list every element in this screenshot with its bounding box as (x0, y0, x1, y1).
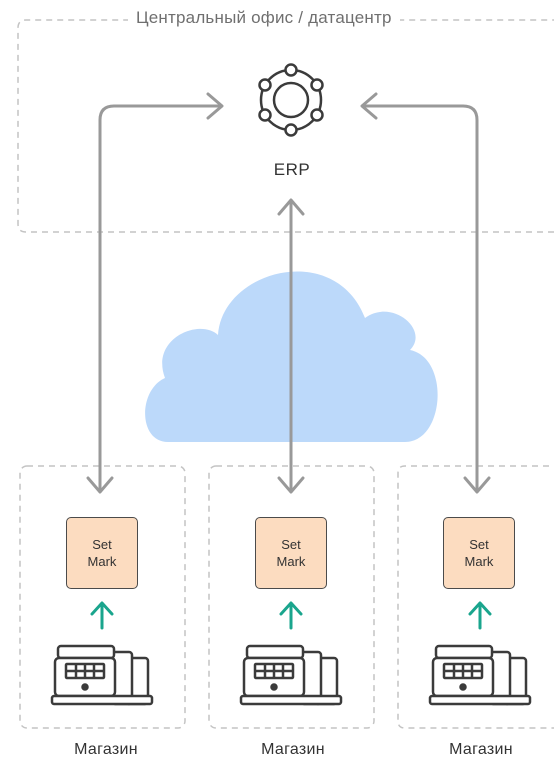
arrowhead-left-store (86, 476, 114, 494)
up-arrow-icon (90, 601, 114, 630)
store-label: Магазин (449, 741, 513, 758)
store-container (19, 465, 186, 729)
office-title: Центральный офис / датацентр (128, 8, 400, 28)
setmark-label-line2: Mark (464, 554, 494, 569)
setmark-box: Set Mark (66, 517, 138, 589)
setmark-box: Set Mark (255, 517, 327, 589)
setmark-box: Set Mark (443, 517, 515, 589)
setmark-label-line2: Mark (276, 554, 306, 569)
cash-register-icon (428, 644, 532, 706)
cash-register-icon (50, 644, 154, 706)
arrowhead-right-store (463, 476, 491, 494)
store-label: Магазин (74, 741, 138, 758)
erp-network-icon (258, 63, 324, 137)
up-arrow-icon (279, 601, 303, 630)
office-container (17, 19, 554, 233)
erp-label: ERP (273, 160, 311, 179)
store-container (397, 465, 554, 729)
setmark-label-line2: Mark (87, 554, 117, 569)
arrowhead-middle-store (277, 476, 305, 494)
up-arrow-icon (468, 601, 492, 630)
connector-left (98, 104, 222, 492)
setmark-label-line1: Set (281, 537, 301, 552)
cash-register-icon (239, 644, 343, 706)
arrowhead-middle-erp (277, 198, 305, 216)
store-container (208, 465, 375, 729)
setmark-label-line1: Set (92, 537, 112, 552)
store-label: Магазин (261, 741, 325, 758)
setmark-label-line1: Set (469, 537, 489, 552)
connector-right (362, 104, 479, 492)
arrowhead-left-erp (206, 92, 224, 120)
arrowhead-right-erp (360, 92, 378, 120)
